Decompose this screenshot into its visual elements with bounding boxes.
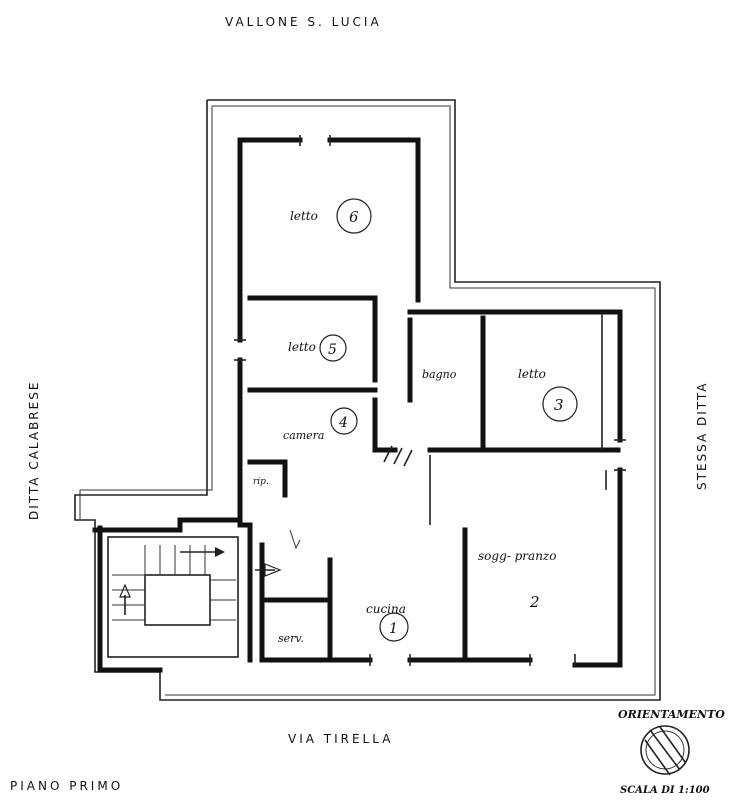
room-number-2: 2 [529, 593, 540, 611]
heading-left: DITTA CALABRESE [27, 381, 41, 520]
room-label-letto-5: letto [288, 340, 316, 354]
room-number-circle-6 [336, 198, 372, 234]
room-number-circle-4 [330, 407, 358, 435]
room-label-servizio: serv. [278, 632, 304, 645]
room-label-letto-3: letto [518, 367, 546, 381]
orientation-label: ORIENTAMENTO [618, 708, 725, 721]
floor-label: PIANO PRIMO [10, 779, 123, 793]
room-label-soggiorno-2: sogg- pranzo [478, 549, 556, 563]
room-number-circle-3 [542, 386, 578, 422]
room-label-ripostiglio: rip. [253, 477, 269, 487]
room-label-letto-6: letto [290, 209, 318, 223]
exterior-walls [92, 137, 623, 673]
room-number-3: 3 [554, 396, 564, 414]
room-number-circle-5 [319, 334, 347, 362]
room-label-cucina-1: cucina [366, 602, 406, 616]
heading-top: VALLONE S. LUCIA [225, 15, 382, 29]
room-number-5: 5 [328, 342, 337, 358]
openings [234, 135, 626, 666]
heading-bottom: VIA TIRELLA [288, 732, 393, 746]
room-number-circle-1 [379, 612, 409, 642]
heading-right: STESSA DITTA [695, 381, 709, 490]
room-label-camera-4: camera [283, 429, 324, 442]
staircase [107, 529, 301, 658]
compass-icon [640, 725, 690, 776]
interior-walls [247, 295, 621, 663]
room-number-4: 4 [338, 415, 348, 431]
room-number-1: 1 [389, 621, 398, 637]
scale-label: SCALA DI 1:100 [620, 785, 710, 796]
room-number-6: 6 [349, 208, 359, 226]
room-label-bagno: bagno [422, 368, 457, 381]
